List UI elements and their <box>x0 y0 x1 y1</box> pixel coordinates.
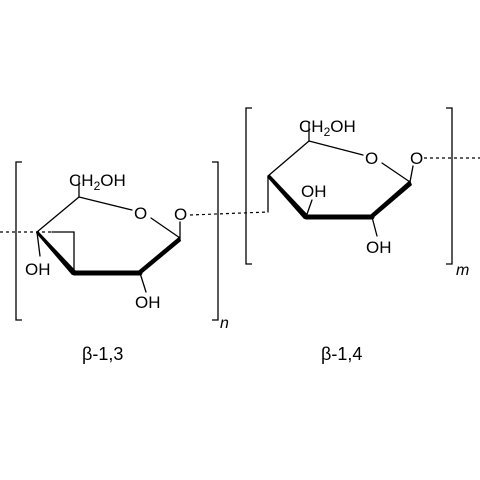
right-oh-c3: OH <box>301 182 327 201</box>
left-bond-c1-c2-wedge <box>138 236 181 275</box>
right-repeat-unit: CH2OH O O OH OH m β-1,4 <box>245 107 469 364</box>
right-bond-c3-oh <box>305 199 313 218</box>
right-glycosidic-oxygen: O <box>410 149 423 168</box>
left-unit-open-bracket <box>15 161 22 321</box>
left-bond-c3-c4-wedge <box>36 231 76 275</box>
right-bond-c4-c5 <box>267 140 310 177</box>
right-bond-c1-c2-wedge <box>370 180 412 219</box>
right-linkage-caption: β-1,4 <box>321 344 362 364</box>
right-ring-oxygen: O <box>365 149 378 168</box>
right-bond-c3-c4-wedge <box>267 175 308 219</box>
left-ring-oxygen: O <box>134 204 147 223</box>
left-repeat-unit: CH2OH O O OH OH n β-1,3 <box>15 161 229 364</box>
left-bond-o-c1 <box>150 217 181 239</box>
left-glycosidic-oxygen: O <box>174 205 187 224</box>
dashed-linkages <box>0 157 480 233</box>
left-oh-c2: OH <box>135 293 161 312</box>
left-repeat-index: n <box>220 315 229 332</box>
left-bond-c2-oh <box>139 272 147 293</box>
left-unit-close-bracket <box>212 161 219 321</box>
left-oh-c4: OH <box>25 260 51 279</box>
right-bond-c5-o <box>308 140 364 156</box>
right-bond-c1-o <box>409 165 414 183</box>
left-bond-c5-o <box>78 196 133 211</box>
left-bond-c4-c5 <box>36 196 80 233</box>
left-bond-c4-oh <box>36 231 41 257</box>
left-ch2oh-label: CH2OH <box>69 171 126 193</box>
right-unit-open-bracket <box>245 107 252 265</box>
right-oh-c2: OH <box>366 238 392 257</box>
inter-unit-dash <box>189 211 269 216</box>
right-ch2oh-label: CH2OH <box>299 117 356 139</box>
right-bond-o-c1 <box>381 162 411 183</box>
right-unit-close-bracket <box>446 107 453 265</box>
right-repeat-index: m <box>456 262 469 279</box>
right-bond-c2-oh <box>371 216 378 237</box>
left-linkage-caption: β-1,3 <box>82 344 123 364</box>
